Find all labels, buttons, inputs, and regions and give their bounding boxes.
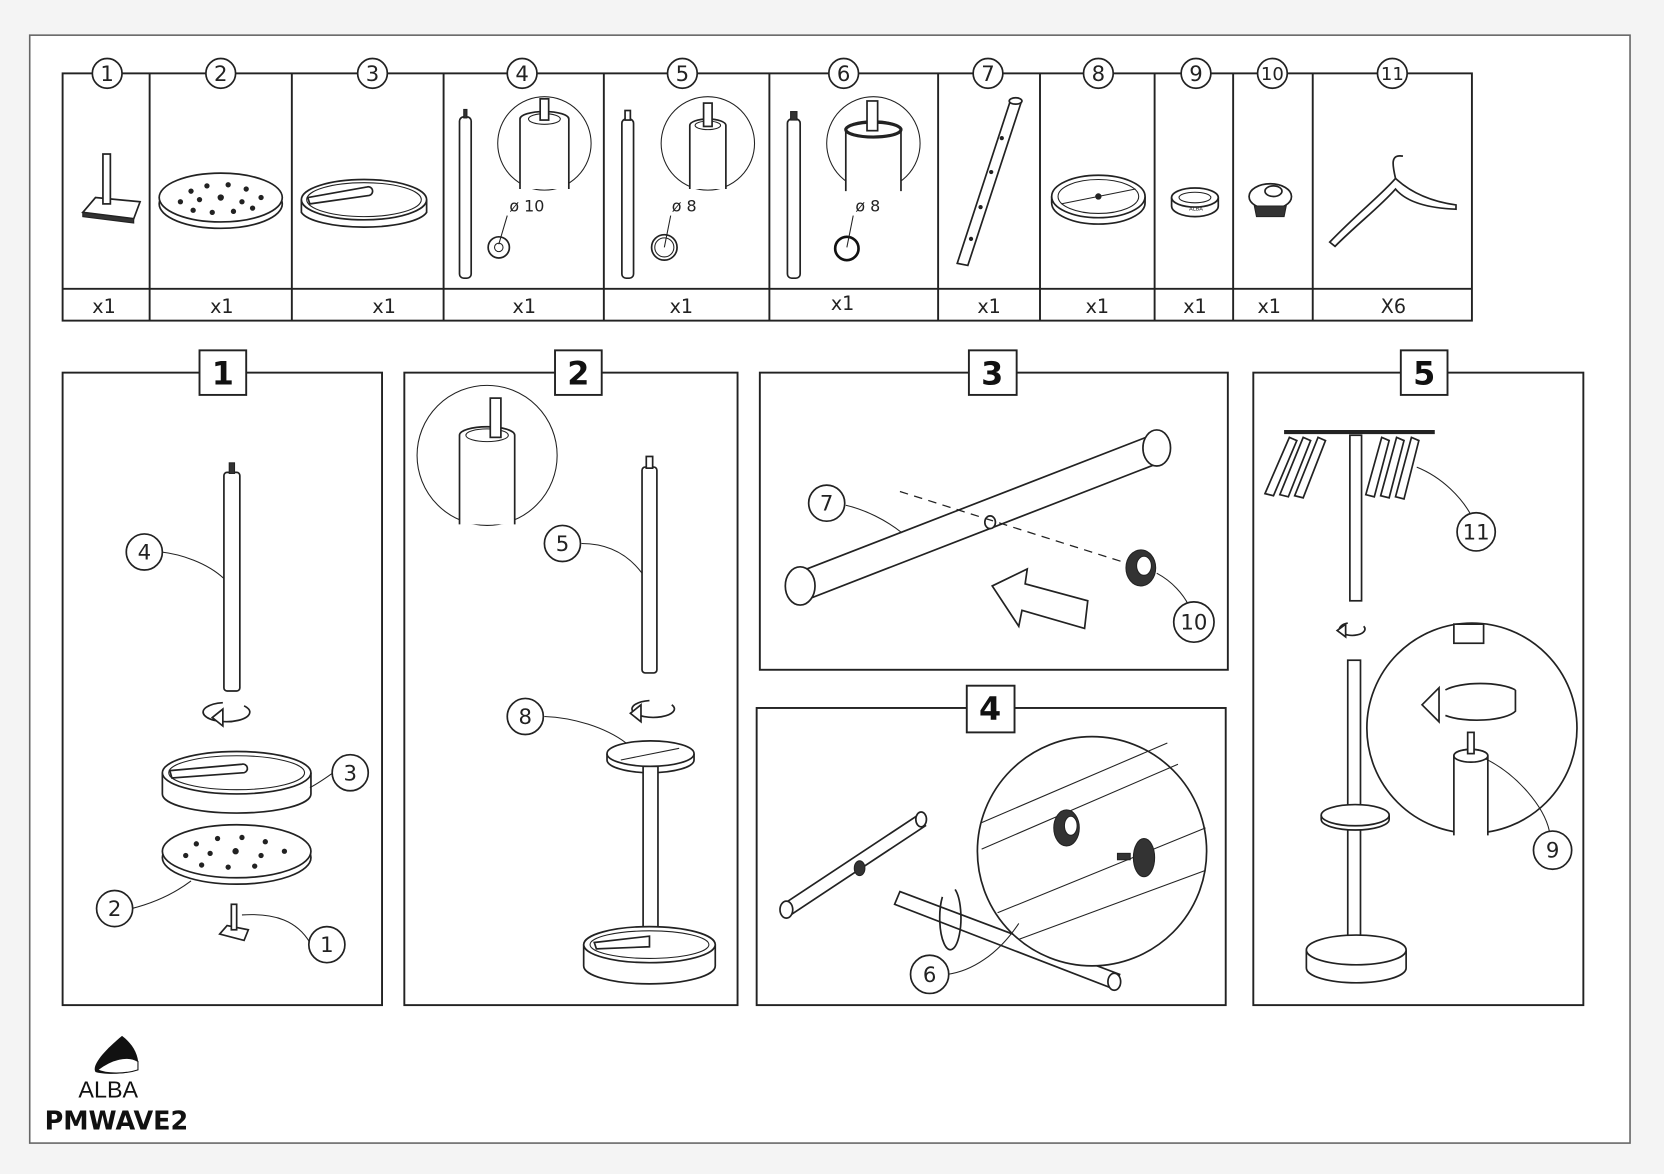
part-number-3: 3 xyxy=(356,57,389,90)
step-1-callout-3: 3 xyxy=(331,753,370,792)
part-qty-9: x1 xyxy=(1183,295,1206,318)
part-9-collar-ring-drawing: ALBA xyxy=(1170,187,1220,218)
part-5-pole-drawing: ø 8 xyxy=(621,96,756,280)
part-2-perforated-disc-drawing xyxy=(158,172,284,230)
svg-text:7: 7 xyxy=(981,62,995,87)
part-6-pole-drawing: ø 8 xyxy=(786,96,921,280)
svg-text:10: 10 xyxy=(1180,611,1207,636)
part-6-diameter-label: ø 8 xyxy=(855,196,880,215)
part-qty-7: x1 xyxy=(977,295,1000,318)
part-11-coat-hanger-drawing xyxy=(1328,155,1457,248)
step-3-callout-7: 7 xyxy=(807,484,846,523)
svg-text:4: 4 xyxy=(138,541,152,566)
svg-text:2: 2 xyxy=(108,897,122,922)
insert-direction-arrow-icon xyxy=(991,567,1089,630)
part-number-6: 6 xyxy=(827,57,860,90)
svg-text:1: 1 xyxy=(100,62,114,87)
alba-logo: ALBA xyxy=(78,1035,139,1102)
svg-text:8: 8 xyxy=(1092,62,1106,87)
part-qty-8: x1 xyxy=(1086,295,1109,318)
step-1-callout-4: 4 xyxy=(125,533,164,571)
part-qty-6: x1 xyxy=(831,292,854,315)
step-1-number: 1 xyxy=(212,355,234,393)
svg-text:3: 3 xyxy=(343,761,357,786)
part-number-7: 7 xyxy=(972,57,1004,90)
part-7-hanger-bar-drawing xyxy=(956,96,1023,267)
step-4-callout-6: 6 xyxy=(909,954,950,995)
step-4-panel: 4 6 xyxy=(755,684,1227,1007)
svg-text:11: 11 xyxy=(1463,520,1490,545)
svg-text:5: 5 xyxy=(556,532,570,557)
part-5-diameter-label: ø 8 xyxy=(672,196,697,215)
step-3-callout-10: 10 xyxy=(1172,601,1215,644)
svg-text:10: 10 xyxy=(1261,64,1284,85)
part-number-10: 10 xyxy=(1256,57,1289,90)
step-4-number: 4 xyxy=(979,690,1001,728)
part-number-11: 11 xyxy=(1376,57,1409,90)
part-number-1: 1 xyxy=(91,57,123,90)
step-2-callout-5: 5 xyxy=(543,524,582,563)
part-qty-5: x1 xyxy=(670,295,693,318)
part-qty-3: x1 xyxy=(372,295,395,318)
part-qty-11: X6 xyxy=(1381,295,1406,318)
svg-text:2: 2 xyxy=(214,62,228,87)
part-8-tray-ring-drawing xyxy=(1050,174,1146,225)
svg-text:1: 1 xyxy=(320,933,334,958)
part-number-8: 8 xyxy=(1082,57,1115,90)
svg-text:9: 9 xyxy=(1189,62,1203,87)
step-1-callout-1: 1 xyxy=(307,925,346,964)
svg-text:9: 9 xyxy=(1546,839,1560,864)
svg-text:5: 5 xyxy=(676,62,690,87)
part-3-base-cover-drawing xyxy=(300,178,428,228)
step-2-number: 2 xyxy=(567,355,589,393)
step-2-panel: 2 5 8 xyxy=(403,349,739,1007)
part-qty-1: x1 xyxy=(92,295,115,318)
hung-coat-hangers xyxy=(1263,436,1420,500)
svg-text:7: 7 xyxy=(820,492,834,517)
part-qty-10: x1 xyxy=(1257,295,1280,318)
svg-text:11: 11 xyxy=(1381,64,1404,85)
model-number: PMWAVE2 xyxy=(45,1106,189,1136)
step-5-number: 5 xyxy=(1413,355,1435,393)
part-number-5: 5 xyxy=(666,57,699,90)
part-number-2: 2 xyxy=(205,57,237,90)
step-1-callout-2: 2 xyxy=(95,889,134,928)
part-10-connector-knob-drawing xyxy=(1248,182,1293,218)
part-4-diameter-label: ø 10 xyxy=(509,196,544,215)
part-number-4: 4 xyxy=(506,57,538,90)
step-5-panel: 5 11 9 xyxy=(1252,349,1585,1007)
svg-text:3: 3 xyxy=(366,62,380,87)
svg-text:8: 8 xyxy=(519,705,533,730)
step-5-callout-9: 9 xyxy=(1532,830,1573,871)
step-5-callout-11: 11 xyxy=(1456,511,1497,552)
part-9-logo-mark: ALBA xyxy=(1189,206,1203,212)
brand-logo-text: ALBA xyxy=(78,1076,138,1102)
svg-text:4: 4 xyxy=(515,62,529,87)
part-1-base-bolt-drawing xyxy=(81,153,142,224)
detail-magnifier-circle xyxy=(416,384,558,526)
part-qty-2: x1 xyxy=(210,295,233,318)
step-3-panel: 3 7 10 xyxy=(758,349,1229,671)
step-3-number: 3 xyxy=(981,355,1003,393)
part-number-9: 9 xyxy=(1180,57,1212,90)
part-4-pole-drawing: ø 10 xyxy=(458,96,592,280)
step-1-panel: 1 4 3 2 1 xyxy=(61,349,383,1007)
step-2-callout-8: 8 xyxy=(506,697,545,736)
svg-text:6: 6 xyxy=(923,963,937,988)
svg-text:6: 6 xyxy=(837,62,851,87)
parts-table: 1 2 3 4 5 6 7 8 9 10 11 x1 x1 x1 x1 x1 x… xyxy=(61,57,1473,322)
part-qty-4: x1 xyxy=(513,295,536,318)
